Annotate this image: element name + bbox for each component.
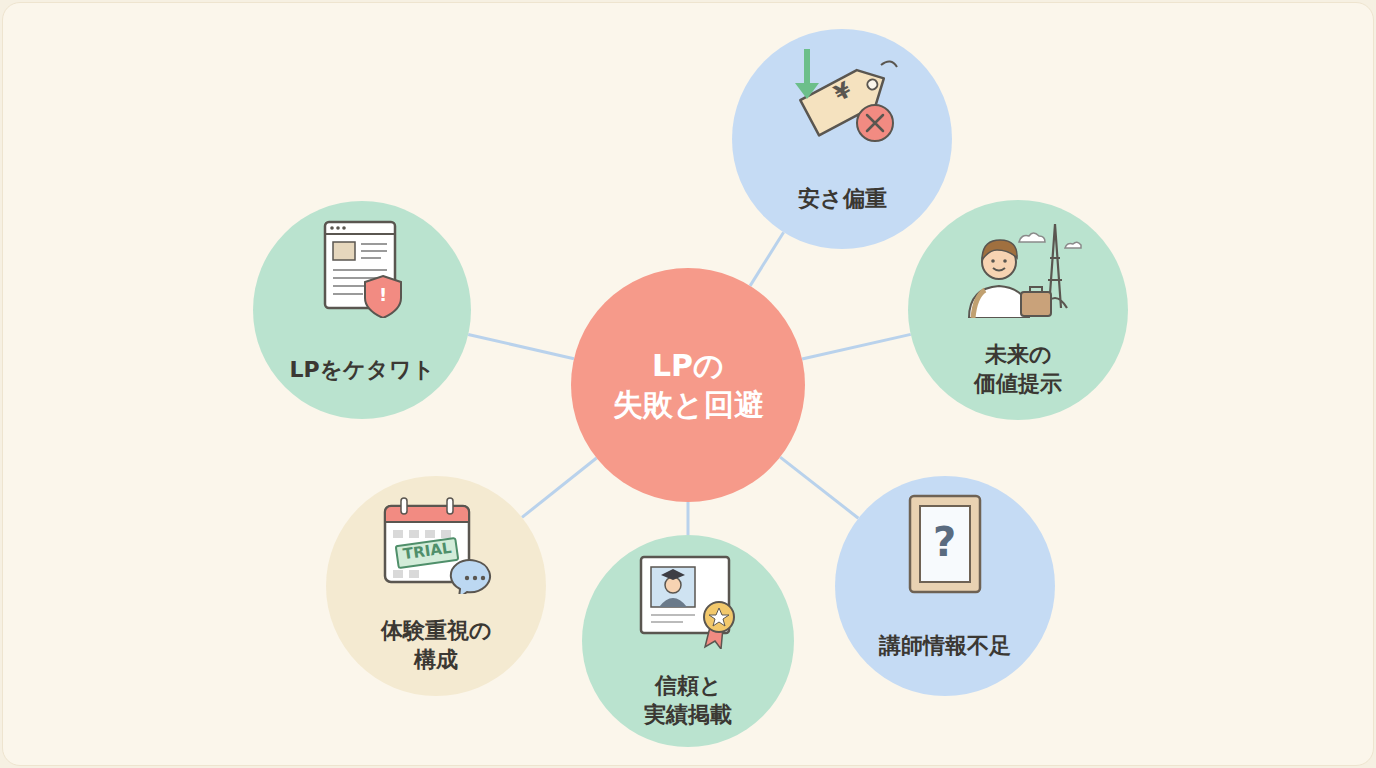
- connector-line: [687, 502, 690, 535]
- topic-circle: 講師情報不足?: [835, 476, 1055, 696]
- travel-icon: [953, 218, 1083, 318]
- topic-circle: 体験重視の 構成TRIAL: [326, 476, 546, 696]
- connector-line: [522, 458, 597, 517]
- topic-circle: 信頼と 実績掲載: [582, 535, 794, 747]
- browser-icon: [297, 218, 427, 318]
- topic-circle: 未来の 価値提示: [908, 200, 1128, 420]
- center-title: LPの 失敗と回避: [588, 346, 788, 424]
- connector-line: [802, 334, 911, 359]
- topic-label: 講師情報不足: [879, 632, 1011, 661]
- topic-label: LPをケタワト: [289, 356, 434, 385]
- connector-line: [780, 457, 858, 518]
- topic-label: 体験重視の 構成: [371, 617, 501, 674]
- topic-label: 安さ偏重: [798, 185, 887, 214]
- icon-text: ?: [933, 522, 956, 562]
- icon-text: !: [379, 286, 387, 304]
- topic-label: 信頼と 実績掲載: [628, 672, 748, 729]
- connector-line: [750, 232, 784, 286]
- connector-line: [468, 334, 574, 358]
- topic-circle: 安さ偏重¥: [732, 29, 952, 249]
- cert-icon: [623, 549, 753, 649]
- topic-circle: LPをケタワト!: [253, 201, 471, 419]
- center-circle: LPの 失敗と回避: [571, 268, 805, 502]
- topic-label: 未来の 価値提示: [958, 341, 1078, 398]
